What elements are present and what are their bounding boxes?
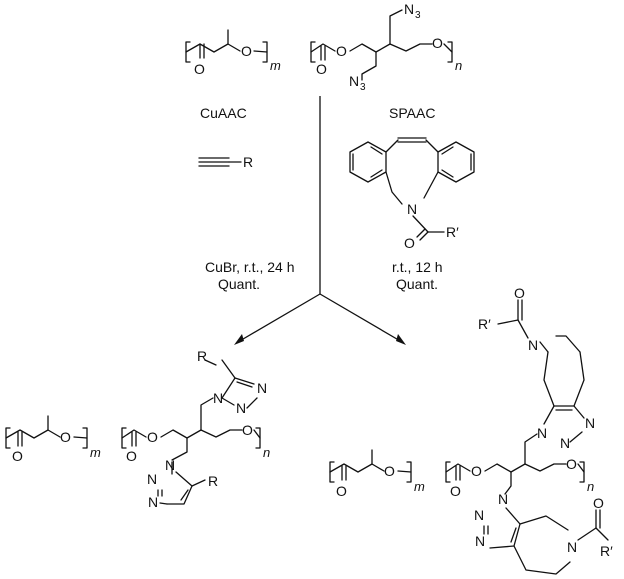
- oxygen-label: O: [471, 463, 482, 479]
- oxygen-label: O: [593, 495, 604, 511]
- oxygen-label: O: [514, 285, 525, 301]
- nitrogen-label: N: [475, 533, 485, 549]
- index-m: m: [270, 58, 281, 73]
- oxygen-label: O: [194, 61, 205, 77]
- nitrogen-label: N: [407, 201, 417, 217]
- left-conditions-line2: Quant.: [218, 276, 260, 292]
- oxygen-label: O: [147, 429, 158, 445]
- nitrogen-label: N: [147, 471, 157, 487]
- azide-nitrogen-label: N: [404, 1, 414, 17]
- oxygen-label: O: [336, 43, 347, 59]
- nitrogen-label: N: [585, 415, 595, 431]
- nitrogen-label: N: [213, 390, 223, 406]
- oxygen-label: O: [450, 483, 461, 499]
- nitrogen-label: N: [528, 337, 538, 353]
- r-prime-label: R′: [478, 316, 491, 332]
- r-group-label: R: [208, 473, 218, 489]
- cuaac-product: R N N N N R N N O O O O O m n: [5, 348, 270, 510]
- oxygen-label: O: [316, 61, 327, 77]
- dbco-reagent: N O R′: [349, 137, 475, 251]
- index-n: n: [455, 58, 462, 73]
- spaac-product: N N N N O R′ N N N N O R′ O O O: [329, 285, 613, 575]
- index-n: n: [587, 479, 594, 494]
- r-group-label: R: [197, 348, 207, 364]
- index-m: m: [90, 445, 101, 460]
- oxygen-label: O: [566, 456, 577, 472]
- nitrogen-label: N: [474, 507, 484, 523]
- nitrogen-label: N: [567, 539, 577, 555]
- oxygen-label: O: [12, 448, 23, 464]
- r-group-label: R: [243, 154, 253, 170]
- oxygen-label: O: [242, 422, 253, 438]
- oxygen-label: O: [432, 35, 443, 51]
- index-n: n: [263, 445, 270, 460]
- azide-subscript: 3: [415, 10, 421, 21]
- azide-nitrogen-label: N: [349, 73, 359, 89]
- r-prime-label: R′: [446, 224, 459, 240]
- nitrogen-label: N: [498, 491, 508, 507]
- r-prime-label: R′: [600, 543, 613, 559]
- right-conditions-line2: Quant.: [396, 276, 438, 292]
- spaac-label: SPAAC: [389, 105, 435, 121]
- nitrogen-label: N: [148, 494, 158, 510]
- reaction-arrow: [234, 96, 406, 345]
- cuaac-label: CuAAC: [200, 105, 247, 121]
- oxygen-label: O: [126, 448, 137, 464]
- nitrogen-label: N: [165, 457, 175, 473]
- oxygen-label: O: [384, 463, 395, 479]
- index-m: m: [414, 479, 425, 494]
- nitrogen-label: N: [560, 435, 570, 451]
- starting-polymer: O O O O O N 3 N 3 m n: [185, 1, 462, 93]
- nitrogen-label: N: [257, 380, 267, 396]
- oxygen-label: O: [404, 235, 415, 251]
- nitrogen-label: N: [236, 400, 246, 416]
- oxygen-label: O: [60, 429, 71, 445]
- oxygen-label: O: [336, 483, 347, 499]
- nitrogen-label: N: [537, 425, 547, 441]
- alkyne-reagent: R: [198, 154, 253, 170]
- right-conditions-line1: r.t., 12 h: [392, 259, 443, 275]
- oxygen-label: O: [241, 43, 252, 59]
- azide-subscript: 3: [360, 82, 366, 93]
- left-conditions-line1: CuBr, r.t., 24 h: [205, 259, 295, 275]
